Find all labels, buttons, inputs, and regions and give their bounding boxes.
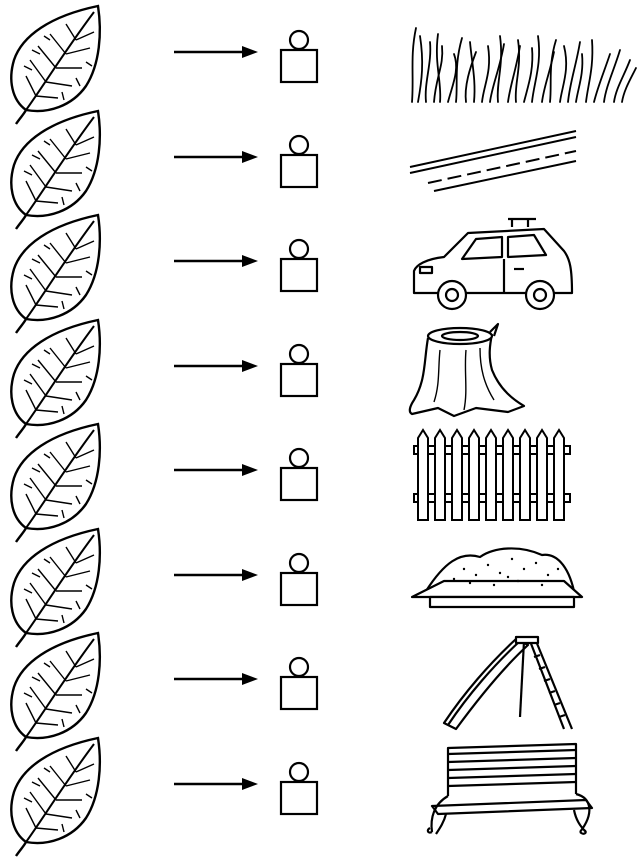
worksheet-row <box>0 523 644 648</box>
arrow-right-icon <box>172 358 260 373</box>
arrow-right-icon <box>172 149 260 164</box>
leaf-icon <box>10 736 102 857</box>
answer-slot[interactable] <box>276 446 322 504</box>
worksheet-row <box>0 0 644 126</box>
worksheet-row <box>0 418 644 544</box>
answer-slot[interactable] <box>276 237 322 295</box>
answer-slot[interactable] <box>276 760 322 818</box>
answer-slot[interactable] <box>276 655 322 713</box>
answer-slot[interactable] <box>276 28 322 86</box>
arrow-right-icon <box>172 253 260 269</box>
worksheet-row <box>0 105 644 230</box>
worksheet-row <box>0 627 644 753</box>
worksheet-row <box>0 732 644 857</box>
worksheet-row <box>0 314 644 439</box>
answer-slot[interactable] <box>276 133 322 191</box>
arrow-right-icon <box>172 776 260 791</box>
road-icon <box>409 129 577 192</box>
tree-stump-icon <box>408 322 526 417</box>
arrow-right-icon <box>172 462 260 478</box>
bench-icon <box>426 742 594 835</box>
grass-icon <box>411 27 637 103</box>
answer-slot[interactable] <box>276 342 322 400</box>
slide-icon <box>442 635 574 731</box>
car-icon <box>412 217 574 311</box>
arrow-right-icon <box>172 671 260 687</box>
sandbox-icon <box>410 546 584 608</box>
arrow-right-icon <box>172 44 260 60</box>
fence-icon <box>413 429 571 521</box>
answer-slot[interactable] <box>276 551 322 609</box>
worksheet-row <box>0 209 644 335</box>
arrow-right-icon <box>172 567 260 582</box>
